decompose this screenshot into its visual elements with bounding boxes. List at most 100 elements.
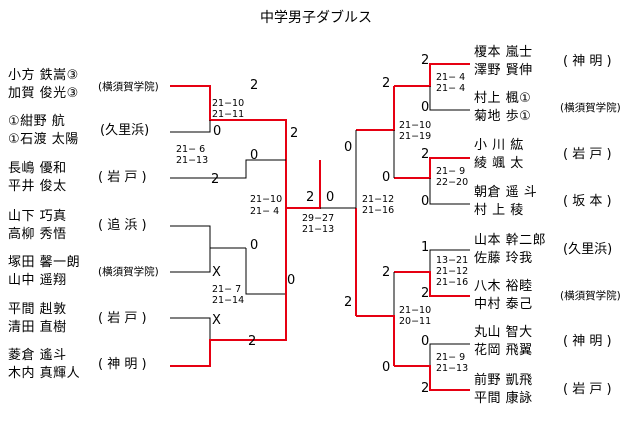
match-score: 21−19: [399, 131, 431, 142]
player-name: ①石渡 太陽: [8, 131, 79, 147]
winner-line: [170, 85, 246, 121]
player-name: 八木 裕睦: [474, 278, 533, 294]
right-team-2: 村上 楓① 菊地 歩① (横須賀学院): [474, 91, 621, 124]
left-team-1: 小方 鉄嵩③ 加賀 俊光③ (横須賀学院): [8, 67, 159, 101]
left-team-4: 山下 巧真 高柳 秀悟 ( 追 浜 ): [8, 209, 147, 242]
winner-line: [286, 160, 321, 209]
right-team-3: 小 川 紘 綾 颯 太 ( 岩 戸 ): [474, 138, 612, 171]
bracket-line: [429, 343, 470, 366]
match-score: 20−11: [399, 316, 431, 327]
match-score: 21−10: [212, 98, 244, 109]
match-score: 21− 7: [212, 284, 241, 295]
winner-line: [246, 208, 287, 341]
match-result: 0: [421, 100, 429, 115]
winner-line: [170, 339, 246, 367]
right-team-6: 八木 裕睦 中村 泰己 (横須賀学院): [474, 278, 621, 312]
match-result: 2: [382, 265, 390, 280]
match-result: 2: [211, 172, 219, 187]
bracket-line: [170, 248, 211, 273]
school-label: (久里浜): [100, 123, 149, 138]
match-result: 0: [213, 124, 221, 139]
match-score: 21− 9: [436, 352, 465, 363]
match-result: 0: [382, 360, 390, 375]
left-team-7: 菱倉 遙斗 木内 真輝人 ( 神 明 ): [8, 348, 147, 381]
player-name: 平間 康詠: [474, 390, 533, 406]
bracket-line: [245, 248, 286, 295]
player-name: 菱倉 遙斗: [8, 348, 67, 363]
player-name: 塚田 馨一朗: [8, 254, 80, 270]
match-result: 0: [382, 170, 390, 185]
match-score: 21−12: [362, 194, 394, 205]
player-name: 小 川 紘: [474, 138, 524, 153]
match-score: 21−12: [436, 266, 468, 277]
bracket-line: [429, 249, 470, 272]
player-name: 加賀 俊光③: [8, 86, 79, 101]
final-result-right: 0: [326, 190, 334, 205]
match-result: 2: [248, 334, 256, 349]
match-result: 2: [421, 53, 429, 68]
player-name: 菊地 歩①: [474, 109, 531, 124]
player-name: 山中 遥翔: [8, 273, 67, 288]
match-score: 21−10: [399, 305, 431, 316]
player-name: 榎本 嵐士: [474, 45, 533, 60]
right-team-4: 朝倉 遥 斗 村 上 稜 ( 坂 本 ): [474, 185, 612, 218]
match-result: 1: [421, 240, 429, 255]
player-name: 平間 赳敦: [8, 301, 67, 317]
match-result: 2: [250, 78, 258, 93]
player-name: 長嶋 優和: [8, 161, 67, 176]
school-label: ( 岩 戸 ): [98, 311, 147, 326]
match-result: 0: [344, 140, 352, 155]
player-name: 澤野 賢伸: [474, 63, 533, 78]
player-name: 木内 真輝人: [8, 365, 80, 381]
player-name: 丸山 智大: [474, 325, 533, 340]
bracket-line: [429, 86, 470, 111]
match-result: 0: [250, 238, 258, 253]
school-label: (横須賀学院): [98, 80, 159, 93]
school-label: (横須賀学院): [560, 289, 621, 302]
match-score: 13−21: [436, 255, 468, 266]
match-result: 2: [344, 295, 352, 310]
school-label: ( 神 明 ): [563, 334, 612, 349]
match-result: 0: [421, 194, 429, 209]
player-name: 前野 凱飛: [474, 372, 533, 388]
player-name: 平井 俊太: [8, 179, 67, 194]
player-name: 花岡 飛翼: [474, 342, 533, 358]
player-name: 中村 泰己: [474, 297, 533, 312]
player-name: 山下 巧真: [8, 209, 67, 224]
final-score: 29−27: [302, 213, 334, 224]
school-label: ( 追 浜 ): [98, 217, 147, 233]
match-score: 22−20: [436, 177, 468, 188]
match-score: 21− 9: [436, 166, 465, 177]
player-name: 佐藤 玲我: [474, 251, 533, 266]
match-result: 0: [287, 273, 295, 288]
match-result: 0: [250, 148, 258, 163]
player-name: 山本 幹二郎: [474, 232, 546, 248]
winner-line: [394, 271, 470, 297]
school-label: (横須賀学院): [560, 101, 621, 114]
match-score: 21− 4: [436, 72, 465, 83]
winner-line: [394, 63, 470, 87]
school-label: ( 神 明 ): [563, 54, 612, 69]
player-name: 村 上 稜: [474, 203, 524, 218]
match-result: X: [212, 265, 221, 280]
right-team-8: 前野 凱飛 平間 康詠 ( 岩 戸 ): [474, 372, 612, 406]
winner-line: [394, 365, 470, 391]
player-name: 朝倉 遥 斗: [474, 185, 537, 200]
match-result: 2: [382, 76, 390, 91]
bracket-line: [170, 317, 211, 340]
school-label: (久里浜): [563, 242, 612, 257]
school-label: ( 岩 戸 ): [563, 147, 612, 162]
match-score: 21−14: [212, 295, 244, 306]
match-score: 21−10: [399, 120, 431, 131]
school-label: ( 神 明 ): [98, 357, 147, 372]
player-name: ①紺野 航: [8, 113, 65, 129]
school-label: ( 岩 戸 ): [563, 382, 612, 397]
school-label: ( 岩 戸 ): [98, 170, 147, 185]
right-team-5: 山本 幹二郎 佐藤 玲我 (久里浜): [474, 232, 612, 266]
player-name: 綾 颯 太: [474, 155, 524, 171]
match-score: 21−10: [250, 194, 282, 205]
school-label: (横須賀学院): [98, 265, 159, 278]
winner-line: [394, 157, 470, 179]
bracket-line: [429, 178, 470, 205]
